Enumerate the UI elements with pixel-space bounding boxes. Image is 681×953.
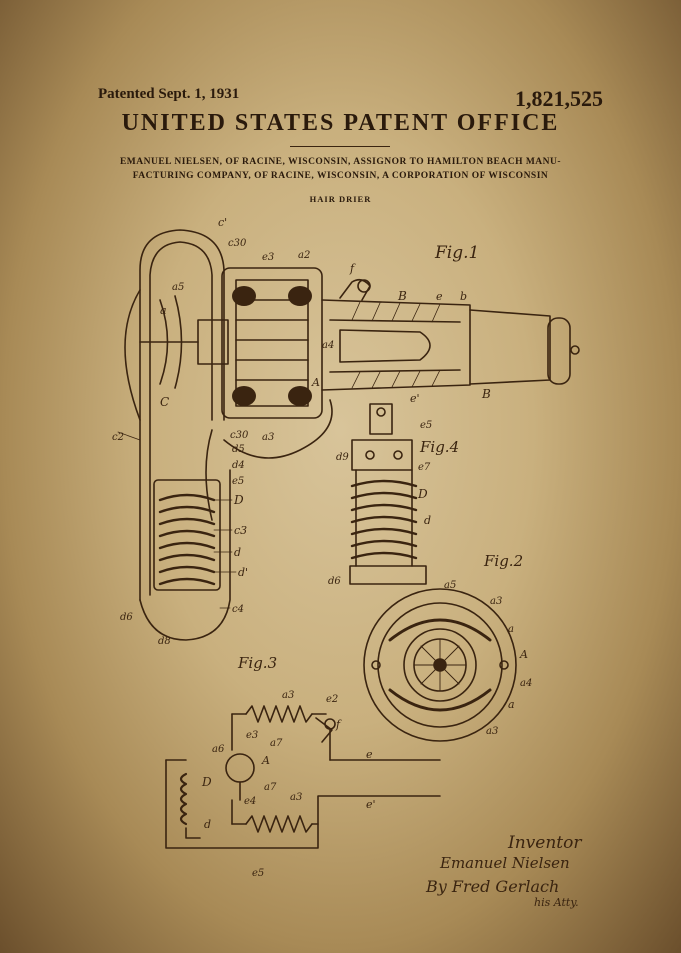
label-a3-fig2-low: a3	[486, 726, 498, 737]
label-D-fig4: D	[417, 487, 428, 501]
label-c4: c4	[232, 604, 244, 615]
label-B-top: B	[397, 289, 407, 303]
label-d6-fig4: d6	[328, 576, 341, 587]
label-B-bottom: B	[481, 387, 491, 401]
label-e7: e7	[418, 462, 431, 473]
label-A-fig2: A	[519, 648, 528, 661]
label-e3-top: e3	[262, 252, 274, 263]
label-e2-fig3: e2	[326, 694, 338, 705]
inventor-signature: Emanuel Nielsen	[439, 854, 570, 872]
label-a5-fig2: a5	[444, 580, 456, 591]
label-c30: c30	[228, 238, 247, 249]
office-title: UNITED STATES PATENT OFFICE	[121, 110, 560, 136]
assignment-line-1: EMANUEL NIELSEN, OF RACINE, WISCONSIN, A…	[119, 157, 562, 167]
label-d1: d'	[238, 566, 248, 579]
patent-subject: HAIR DRIER	[309, 194, 372, 204]
label-d9: d9	[336, 452, 349, 463]
label-d5: d5	[232, 444, 245, 455]
label-A: A	[311, 376, 320, 389]
label-c3: c3	[234, 524, 247, 537]
label-d8: d8	[158, 636, 171, 647]
patent-number: 1,821,525	[515, 86, 603, 111]
label-e3-fig3: e3	[246, 730, 258, 741]
label-a-fig2: a	[508, 698, 515, 711]
label-f: f	[349, 262, 356, 275]
label-b: b	[460, 290, 467, 303]
label-e1: e'	[410, 392, 420, 405]
attorney-caption: his Atty.	[534, 896, 579, 909]
label-e4-fig3: e4	[244, 796, 256, 807]
fig2-drawing	[363, 588, 517, 742]
label-e5-fig4: e5	[420, 420, 432, 431]
fig4-label: Fig.4	[419, 438, 459, 456]
fig1-drawing	[117, 229, 580, 641]
label-a2: a2	[298, 250, 310, 261]
patent-date: Patented Sept. 1, 1931	[98, 86, 240, 102]
label-a1-fig2: a	[508, 624, 514, 635]
label-d-fig4: d	[424, 514, 431, 527]
label-a3-fig3-low: a3	[290, 792, 302, 803]
label-d-fig3: d	[204, 818, 211, 831]
fig2-label: Fig.2	[483, 552, 523, 570]
label-a4: a4	[322, 340, 334, 351]
label-d6: d6	[120, 612, 133, 623]
label-a: a	[160, 304, 167, 317]
label-d4: d4	[232, 460, 245, 471]
label-D: D	[233, 493, 244, 507]
label-e5: e5	[232, 476, 244, 487]
label-a7-fig3: a7	[270, 738, 283, 749]
label-c2: c2	[112, 432, 124, 443]
label-a4-fig2: a4	[520, 678, 532, 689]
fig3-label: Fig.3	[237, 654, 277, 672]
label-e1-fig3: e'	[366, 798, 376, 811]
label-a6-fig3: a6	[212, 744, 225, 755]
fig4-drawing	[349, 403, 427, 585]
label-A-fig3: A	[261, 754, 270, 767]
title-rule	[290, 146, 390, 147]
label-c1: c'	[218, 216, 227, 229]
inventor-caption: Inventor	[507, 833, 582, 853]
label-a7-fig3-low: a7	[264, 782, 277, 793]
label-e-fig3: e	[366, 748, 373, 761]
label-c30-low: c30	[230, 430, 249, 441]
label-e: e	[436, 290, 443, 303]
label-a3-fig3: a3	[282, 690, 294, 701]
assignment-line-2: FACTURING COMPANY, OF RACINE, WISCONSIN,…	[132, 171, 549, 181]
label-a5: a5	[172, 282, 184, 293]
label-d: d	[234, 546, 241, 559]
label-a3-low: a3	[262, 432, 274, 443]
attorney-signature: By Fred Gerlach	[425, 877, 559, 896]
label-D-fig3: D	[201, 775, 212, 789]
fig1-label: Fig.1	[434, 243, 479, 263]
fig3-drawing	[165, 705, 441, 849]
label-f-fig3: f	[335, 718, 342, 731]
label-C: C	[160, 395, 169, 409]
label-a3-fig2: a3	[490, 596, 502, 607]
label-e5-fig3: e5	[252, 868, 264, 879]
